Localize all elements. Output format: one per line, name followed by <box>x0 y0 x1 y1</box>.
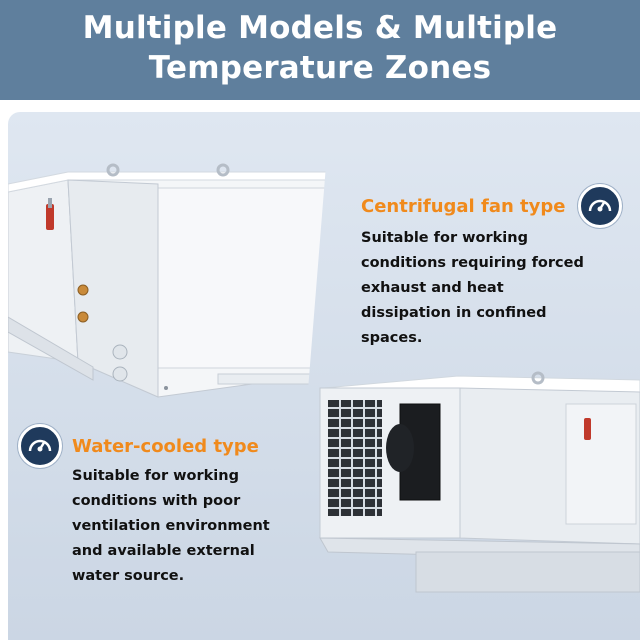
page-title-line-2: Temperature Zones <box>148 50 492 86</box>
centrifugal-desc-line: conditions requiring forced <box>361 255 584 271</box>
water-cooled-desc-line: water source. <box>72 568 185 584</box>
water-cooled-description: Suitable for working conditions with poo… <box>72 464 270 589</box>
page-title-line-1: Multiple Models & Multiple <box>82 10 558 46</box>
centrifugal-fan-unit-image <box>319 371 640 593</box>
water-cooled-unit-image <box>8 163 341 398</box>
centrifugal-gauge-icon <box>578 184 622 228</box>
water-cooled-desc-line: conditions with poor <box>72 493 241 509</box>
centrifugal-description: Suitable for working conditions requirin… <box>361 226 584 351</box>
centrifugal-desc-line: spaces. <box>361 330 423 346</box>
centrifugal-desc-line: dissipation in confined <box>361 305 547 321</box>
water-cooled-panel: Water-cooled type Suitable for working c… <box>8 112 364 640</box>
centrifugal-desc-line: Suitable for working <box>361 230 528 246</box>
water-cooled-desc-line: Suitable for working <box>72 468 239 484</box>
water-cooled-desc-line: ventilation environment <box>72 518 270 534</box>
water-cooled-title: Water-cooled type <box>72 436 259 457</box>
water-cooled-desc-line: and available external <box>72 543 255 559</box>
centrifugal-title: Centrifugal fan type <box>361 196 566 217</box>
water-cooled-gauge-icon <box>18 424 62 468</box>
page-title: Multiple Models & Multiple Temperature Z… <box>0 8 640 88</box>
centrifugal-fan-panel: Centrifugal fan type Suitable for workin… <box>288 112 640 640</box>
centrifugal-desc-line: exhaust and heat <box>361 280 504 296</box>
header-banner: Multiple Models & Multiple Temperature Z… <box>0 0 640 100</box>
